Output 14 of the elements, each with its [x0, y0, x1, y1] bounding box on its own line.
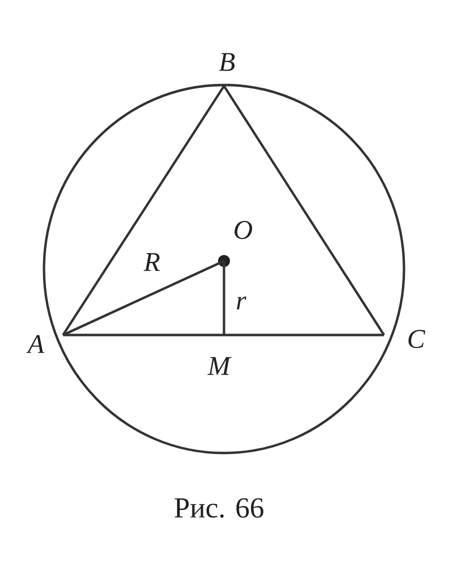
edge-label: r	[236, 296, 246, 310]
caption: Рис. 66	[174, 498, 264, 518]
line-segment	[63, 334, 384, 336]
edge-label: R	[144, 253, 160, 271]
line-segment	[62, 85, 226, 336]
point-label: C	[408, 330, 426, 348]
point-label: M	[207, 357, 232, 375]
line-segment	[62, 260, 224, 336]
point-label: B	[219, 53, 235, 71]
node-label: O	[234, 220, 252, 240]
center-point: O	[218, 220, 252, 267]
line-segment	[222, 261, 226, 335]
line-segment	[223, 85, 386, 336]
point-label: A	[26, 335, 44, 353]
